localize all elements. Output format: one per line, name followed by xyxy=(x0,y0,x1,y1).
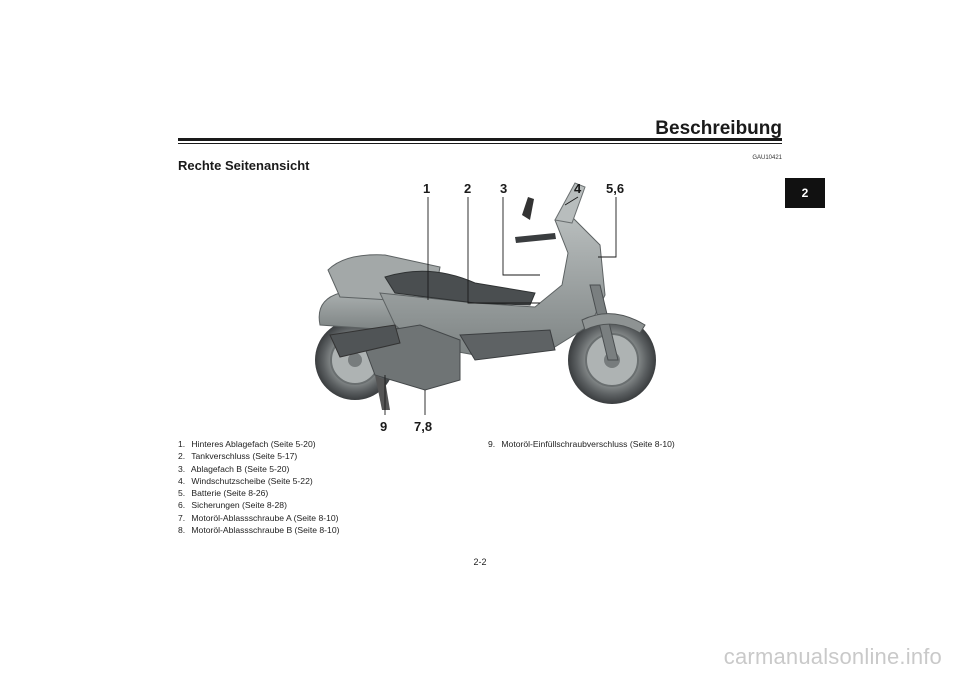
handlebar xyxy=(515,233,556,243)
callout-3: 3 xyxy=(500,181,507,196)
exhaust xyxy=(329,324,401,358)
callout-5-6: 5,6 xyxy=(606,181,624,196)
legend-item: 8. Motoröl-Ablassschraube B (Seite 8-10) xyxy=(178,525,340,536)
chapter-tab[interactable]: 2 xyxy=(785,178,825,208)
legend-item: 7. Motoröl-Ablassschraube A (Seite 8-10) xyxy=(178,512,339,523)
legend-list-left: 1. Hinteres Ablagefach (Seite 5-20) 2. T… xyxy=(178,438,339,536)
callout-1: 1 xyxy=(423,181,430,196)
callout-4: 4 xyxy=(574,181,582,196)
legend-item: 3. Ablagefach B (Seite 5-20) xyxy=(178,463,290,474)
legend-list-right: 9. Motoröl-Einfüllschraubverschluss (Sei… xyxy=(488,438,675,450)
section-title: Rechte Seitenansicht xyxy=(178,158,310,173)
scooter-figure: 1 2 3 4 5,6 9 7,8 xyxy=(300,175,670,440)
watermark[interactable]: carmanualsonline.info xyxy=(723,644,942,669)
callout-7-8: 7,8 xyxy=(414,419,432,434)
front-fender xyxy=(581,313,646,334)
legend-item: 6. Sicherungen (Seite 8-28) xyxy=(178,500,287,511)
floor-panel xyxy=(459,329,556,361)
scooter-illustration: 1 2 3 4 5,6 9 7,8 xyxy=(315,181,656,434)
callout-2: 2 xyxy=(464,181,471,196)
leader-lines xyxy=(384,196,617,415)
kickstand xyxy=(375,375,390,410)
legend-item: 5. Batterie (Seite 8-26) xyxy=(178,488,269,499)
callout-9: 9 xyxy=(380,419,387,434)
chapter-title: Beschreibung xyxy=(655,118,782,139)
legend-item: 9. Motoröl-Einfüllschraubverschluss (Sei… xyxy=(488,439,675,449)
header-rule-thin xyxy=(178,143,782,144)
legend-item: 1. Hinteres Ablagefach (Seite 5-20) xyxy=(178,439,316,449)
page-number: 2-2 xyxy=(473,557,487,567)
windscreen xyxy=(554,182,586,224)
seat xyxy=(384,270,536,306)
mirror xyxy=(522,197,534,220)
doc-code: GAU10421 xyxy=(752,155,782,161)
legend-item: 2. Tankverschluss (Seite 5-17) xyxy=(178,451,298,462)
header-rule-thick xyxy=(178,138,782,141)
legend-item: 4. Windschutzscheibe (Seite 5-22) xyxy=(178,475,313,486)
